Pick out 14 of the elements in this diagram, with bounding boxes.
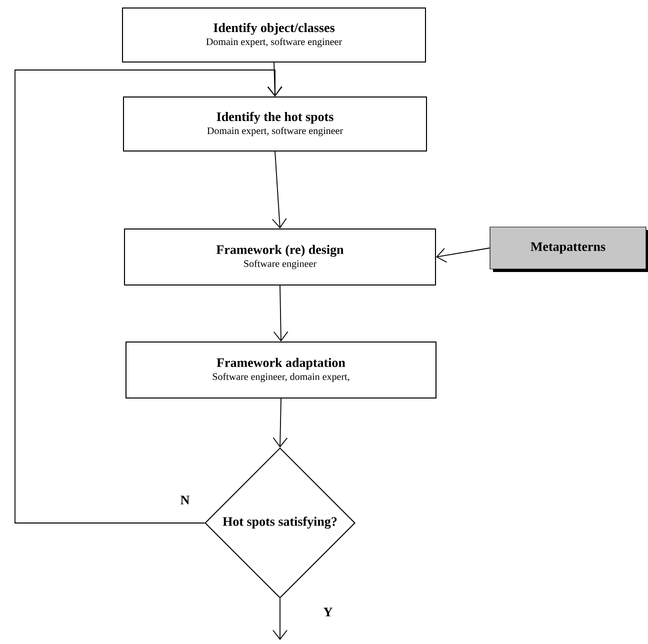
shaded-box: Metapatterns: [490, 226, 648, 272]
process-box: Framework (re) design Software engineer: [124, 228, 436, 286]
arrow: [272, 398, 288, 448]
arrow: [267, 62, 282, 96]
arrow: [273, 285, 288, 342]
edge-label: N: [179, 494, 191, 506]
process-box: Identify the hot spots Domain expert, software engineer: [123, 96, 427, 152]
arrow: [436, 248, 490, 263]
arrow: [272, 151, 287, 228]
arrow: [272, 598, 288, 640]
process-box: Identify object/classes Domain expert, software engineer: [122, 8, 426, 62]
arrow: [14, 70, 282, 524]
edge-label: Y: [322, 606, 334, 618]
process-box: Framework adaptation Software engineer, domain expert,: [126, 342, 436, 398]
